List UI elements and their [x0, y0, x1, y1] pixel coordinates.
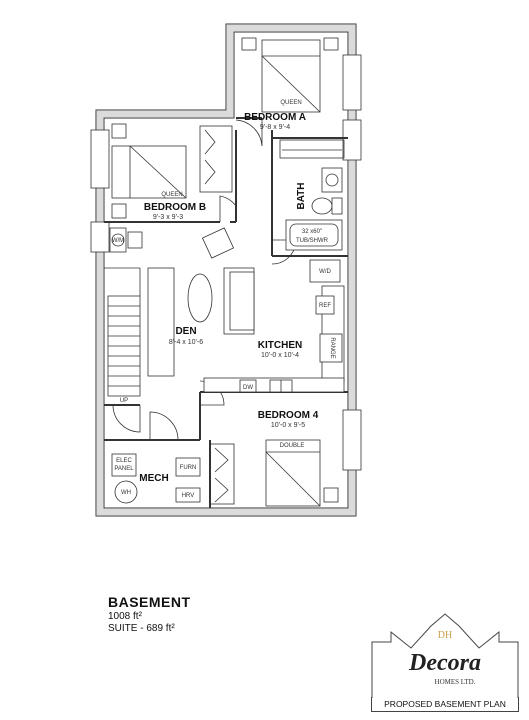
range-label: RANGE [329, 337, 335, 358]
logo-sub: HOMES LTD. [435, 678, 476, 686]
windows [90, 54, 362, 471]
bed-bedroom-a [241, 37, 339, 113]
logo-mark: DH Decora HOMES LTD. [371, 613, 519, 698]
closet-bedroom-b [199, 125, 233, 193]
kitchen-dims: 10'-0 x 10'-4 [261, 352, 299, 359]
bedroom-b-label: BEDROOM B [144, 202, 206, 213]
dw-label: DW [243, 385, 253, 391]
mech-fixtures [111, 453, 201, 504]
bath-fixtures [285, 167, 343, 251]
logo-brand: Decora [408, 650, 481, 676]
legend-suite: SUITE - 689 ft² [108, 623, 175, 634]
legend-area: 1008 ft² [108, 611, 142, 622]
exterior-walls [95, 23, 357, 517]
plan-legend: BASEMENT 1008 ft² SUITE - 689 ft² [108, 594, 191, 634]
bed-bedroom-4 [265, 439, 339, 507]
legend-title: BASEMENT [108, 594, 191, 610]
elec-label: ELEC [116, 458, 132, 464]
den-furniture [147, 227, 255, 377]
logo-monogram: DH [438, 630, 452, 641]
bedroom-b-bed: QUEEN [161, 192, 182, 198]
floor-plan: BEDROOM A 9'-8 x 9'-4 QUEEN BEDROOM B 9'… [90, 23, 362, 517]
bedroom-4-bed: DOUBLE [280, 443, 305, 449]
den-label: DEN [175, 326, 196, 337]
bed-bedroom-b [111, 123, 187, 219]
bedroom-a-dims: 9'-8 x 9'-4 [260, 124, 290, 131]
bedroom-b-dims: 9'-3 x 9'-3 [153, 214, 183, 221]
closet-bedroom-4 [209, 443, 235, 505]
tub-type: TUB/SHWR [296, 238, 329, 244]
water-meter [109, 227, 143, 253]
ref-label: REF [319, 303, 331, 309]
wd-label: W/D [319, 269, 331, 275]
bedroom-a-bed: QUEEN [280, 100, 301, 106]
washer-dryer [309, 259, 341, 283]
closet-bedroom-a [279, 139, 345, 159]
hrv-label: HRV [182, 493, 195, 499]
den-dims: 8'-4 x 10'-6 [169, 339, 203, 346]
wm-label: W/M [112, 238, 124, 244]
up-label: UP [120, 398, 128, 404]
furn-label: FURN [180, 465, 197, 471]
kitchen-counters [203, 285, 345, 393]
panel-label: PANEL [114, 466, 134, 472]
bedroom-a-label: BEDROOM A [244, 112, 306, 123]
bath-label: BATH [296, 182, 307, 209]
wh-label: WH [121, 490, 131, 496]
mech-label: MECH [139, 473, 168, 484]
kitchen-label: KITCHEN [258, 340, 302, 351]
tub-size: 32 x60" [302, 229, 322, 235]
bedroom-4-dims: 10'-0 x 9'-5 [271, 422, 305, 429]
bedroom-4-label: BEDROOM 4 [258, 410, 319, 421]
stairs [104, 267, 141, 397]
builder-logo: DH Decora HOMES LTD. PROPOSED BASEMENT P… [371, 612, 519, 712]
plan-name: PROPOSED BASEMENT PLAN [371, 697, 519, 712]
